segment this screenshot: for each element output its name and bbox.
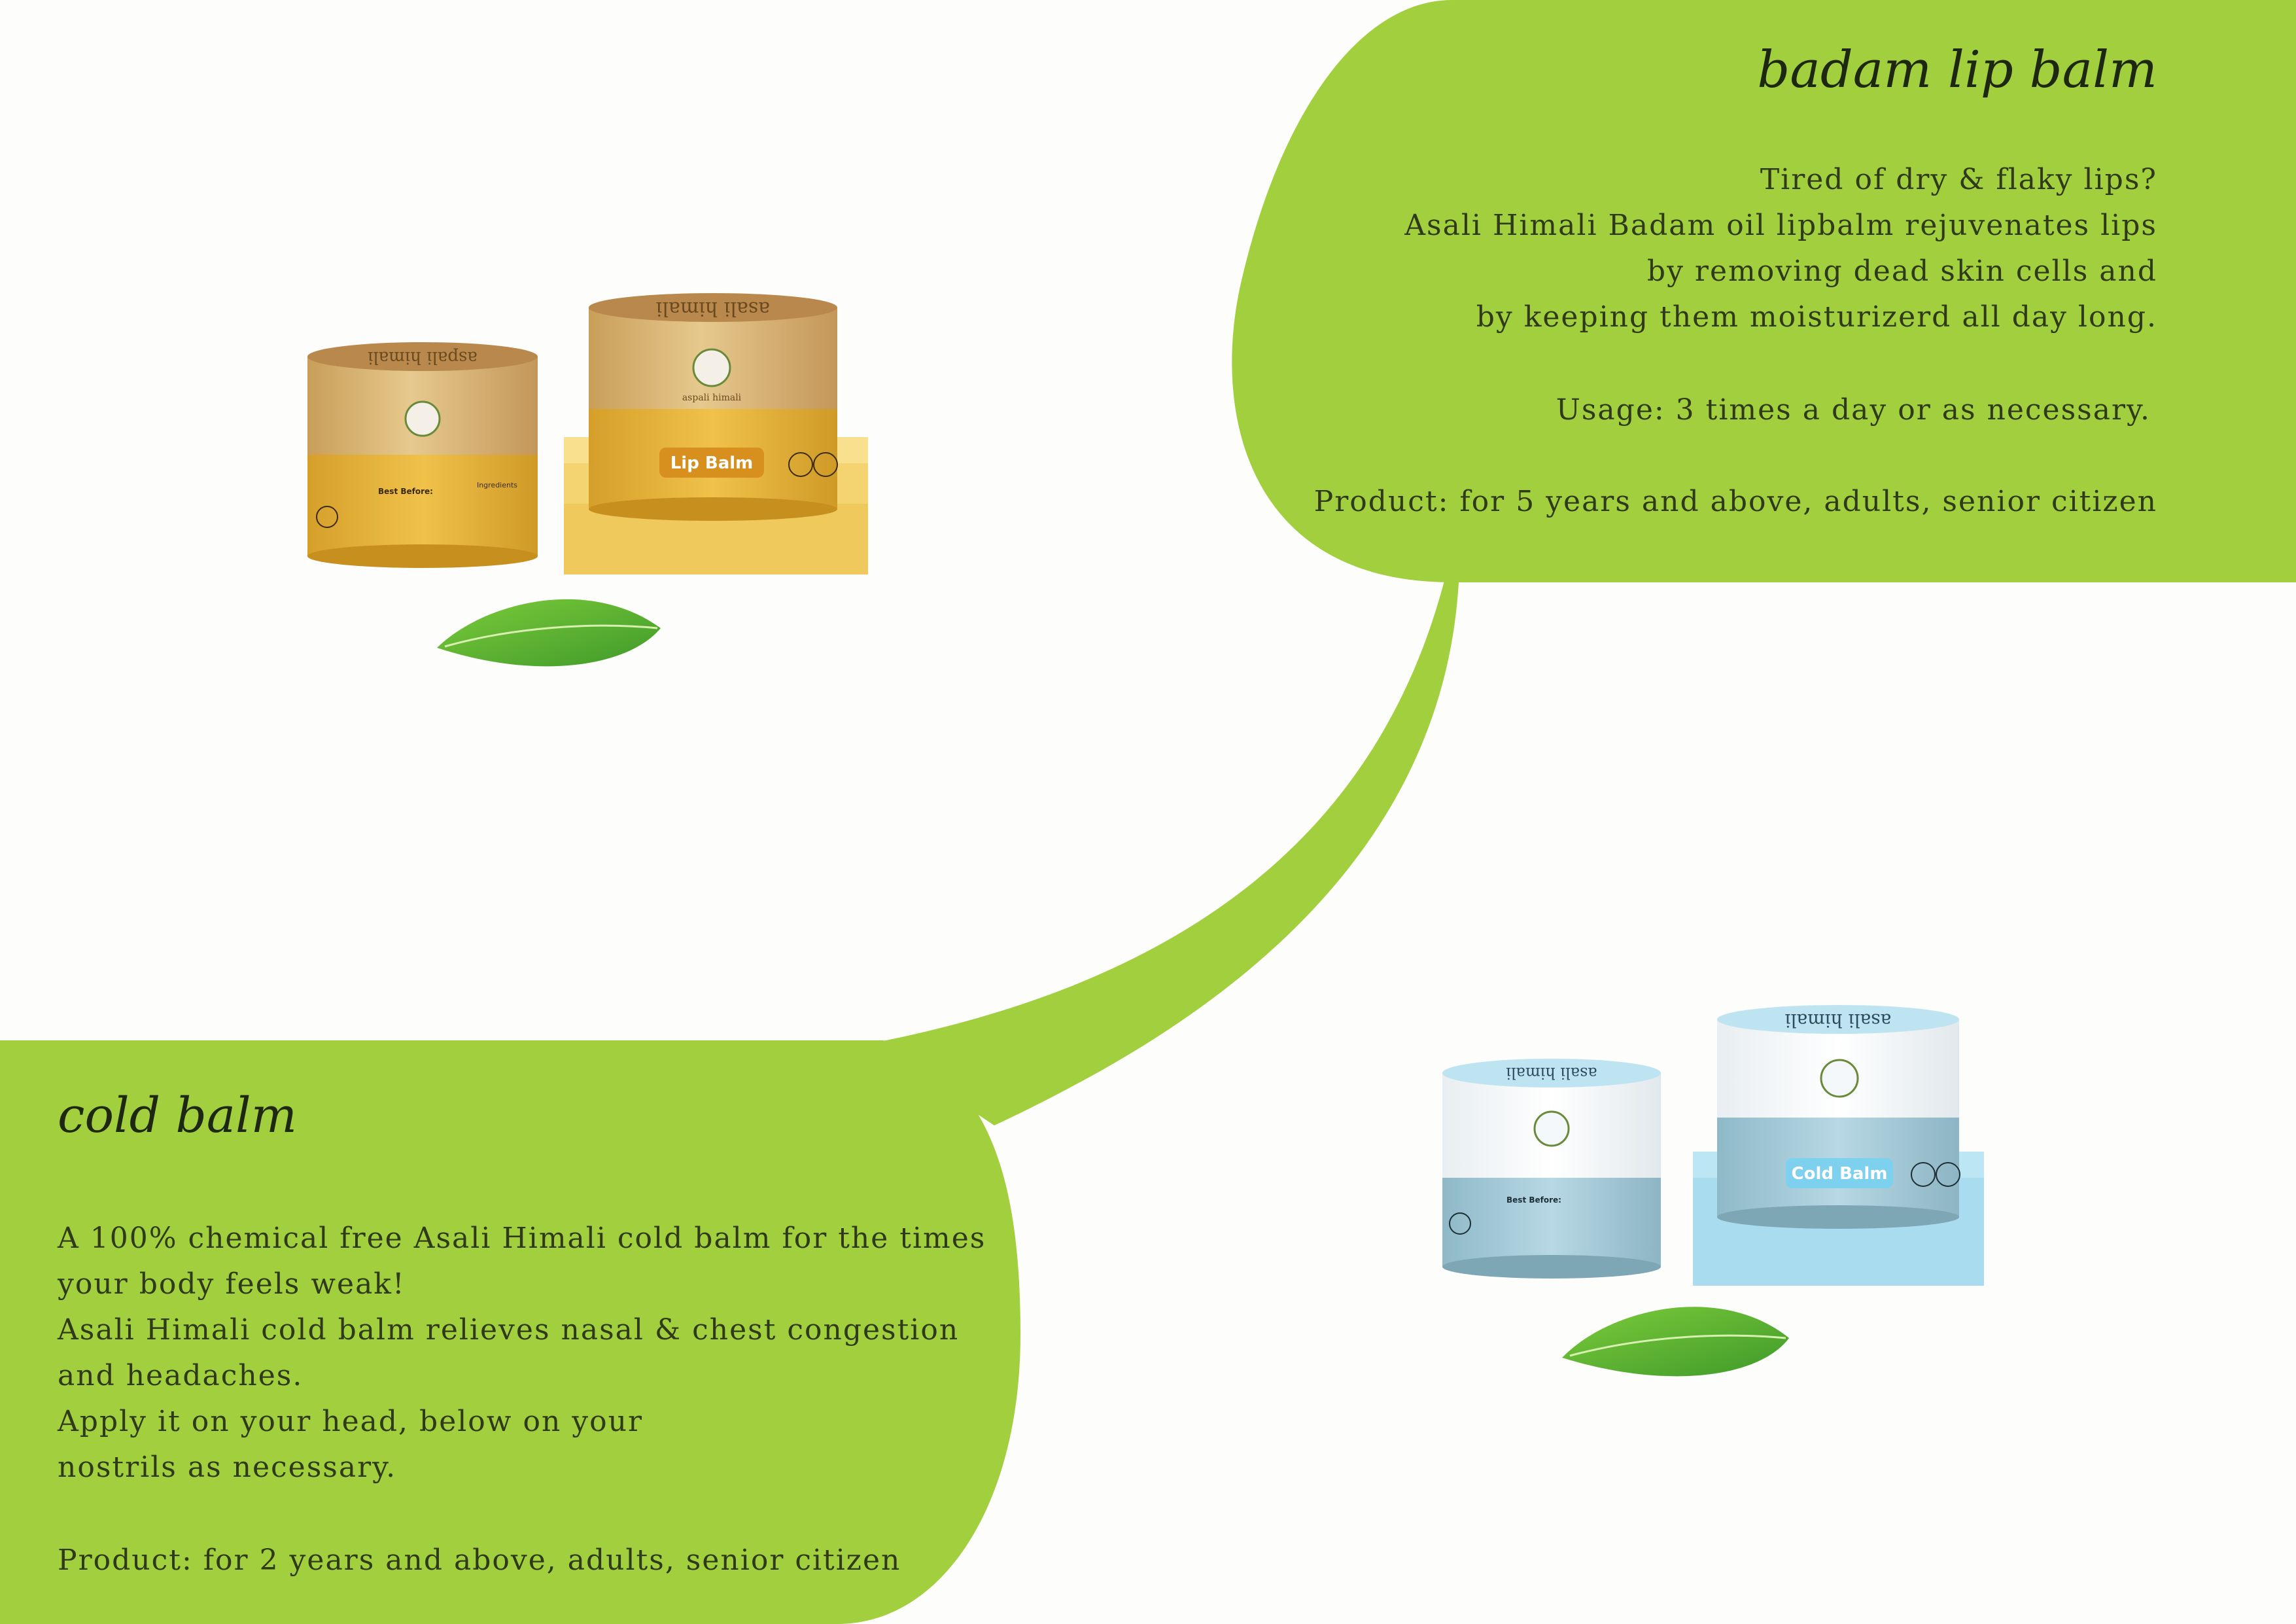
green-backdrop-connector-band bbox=[870, 576, 1459, 1112]
brand-logo-icon bbox=[1533, 1110, 1570, 1147]
lip-balm-product-image: aspali himali Best Before: Ingredients a… bbox=[307, 293, 868, 667]
lip-balm-small-jar: aspali himali Best Before: Ingredients bbox=[307, 342, 538, 568]
brand-logo-icon bbox=[692, 348, 731, 387]
brand-logo-icon bbox=[404, 400, 441, 437]
lip-balm-label-badge bbox=[659, 448, 764, 478]
leaf-icon bbox=[437, 599, 661, 667]
badge-icon bbox=[1911, 1162, 1936, 1187]
lip-balm-usage: Usage: 3 times a day or as necessary. bbox=[1556, 393, 2151, 427]
cold-balm-line: nostrils as necessary. bbox=[58, 1451, 397, 1484]
big-jar-brand-small: aspali himali bbox=[682, 393, 742, 403]
lip-balm-description: Tired of dry & flaky lips? Asali Himali … bbox=[1404, 157, 2157, 340]
cold-balm-line: and headaches. bbox=[58, 1359, 304, 1392]
recycle-icon bbox=[1936, 1162, 1960, 1187]
badge-icon bbox=[788, 452, 813, 477]
cold-balm-description: A 100% chemical free Asali Himali cold b… bbox=[58, 1216, 986, 1491]
natural-badge-icon bbox=[316, 506, 338, 528]
cold-balm-small-jar: asali himali Best Before: bbox=[1442, 1059, 1661, 1279]
cold-balm-big-jar: asali himali Cold Balm bbox=[1717, 1005, 1960, 1229]
cold-balm-product-info: Product: for 2 years and above, adults, … bbox=[58, 1544, 901, 1577]
green-backdrop-top-right bbox=[1232, 0, 2296, 582]
small-jar-brand: aspali himali bbox=[368, 347, 478, 367]
small-jar-brand: asali himali bbox=[1506, 1064, 1597, 1082]
lip-balm-line: Tired of dry & flaky lips? bbox=[1760, 163, 2157, 196]
cold-balm-product-image: asali himali Best Before: asali himali C… bbox=[1442, 1005, 1984, 1377]
small-jar-label-best-before: Best Before: bbox=[378, 487, 433, 496]
lip-balm-line: by removing dead skin cells and bbox=[1646, 255, 2157, 288]
brand-logo-icon bbox=[1820, 1059, 1859, 1098]
cold-balm-label-badge bbox=[1786, 1158, 1893, 1188]
big-jar-brand: asali himali bbox=[1785, 1010, 1892, 1031]
leaf-icon bbox=[1562, 1307, 1789, 1377]
cold-balm-line: A 100% chemical free Asali Himali cold b… bbox=[58, 1222, 986, 1255]
lip-balm-product-info: Product: for 5 years and above, adults, … bbox=[1313, 485, 2157, 518]
lip-balm-big-jar: asali himali aspali himali Lip Balm bbox=[589, 293, 838, 521]
lip-balm-title: badam lip balm bbox=[1757, 41, 2157, 99]
natural-badge-icon bbox=[1449, 1212, 1471, 1235]
big-jar-brand: asali himali bbox=[656, 297, 770, 320]
green-backdrop-bottom-left bbox=[0, 1040, 1020, 1624]
recycle-icon bbox=[813, 452, 838, 477]
cold-balm-label-text: Cold Balm bbox=[1792, 1164, 1888, 1184]
lip-balm-line: by keeping them moisturizerd all day lon… bbox=[1476, 300, 2157, 334]
cold-balm-line: Asali Himali cold balm relieves nasal & … bbox=[58, 1313, 960, 1347]
small-jar-label-best-before: Best Before: bbox=[1506, 1195, 1561, 1205]
lip-balm-label-text: Lip Balm bbox=[670, 453, 754, 473]
cold-balm-line: your body feels weak! bbox=[58, 1267, 406, 1301]
small-jar-label-ingredients: Ingredients bbox=[477, 481, 517, 489]
cold-balm-line: Apply it on your head, below on your bbox=[58, 1405, 643, 1438]
cold-balm-title: cold balm bbox=[58, 1087, 297, 1144]
lip-balm-line: Asali Himali Badam oil lipbalm rejuvenat… bbox=[1404, 209, 2157, 242]
